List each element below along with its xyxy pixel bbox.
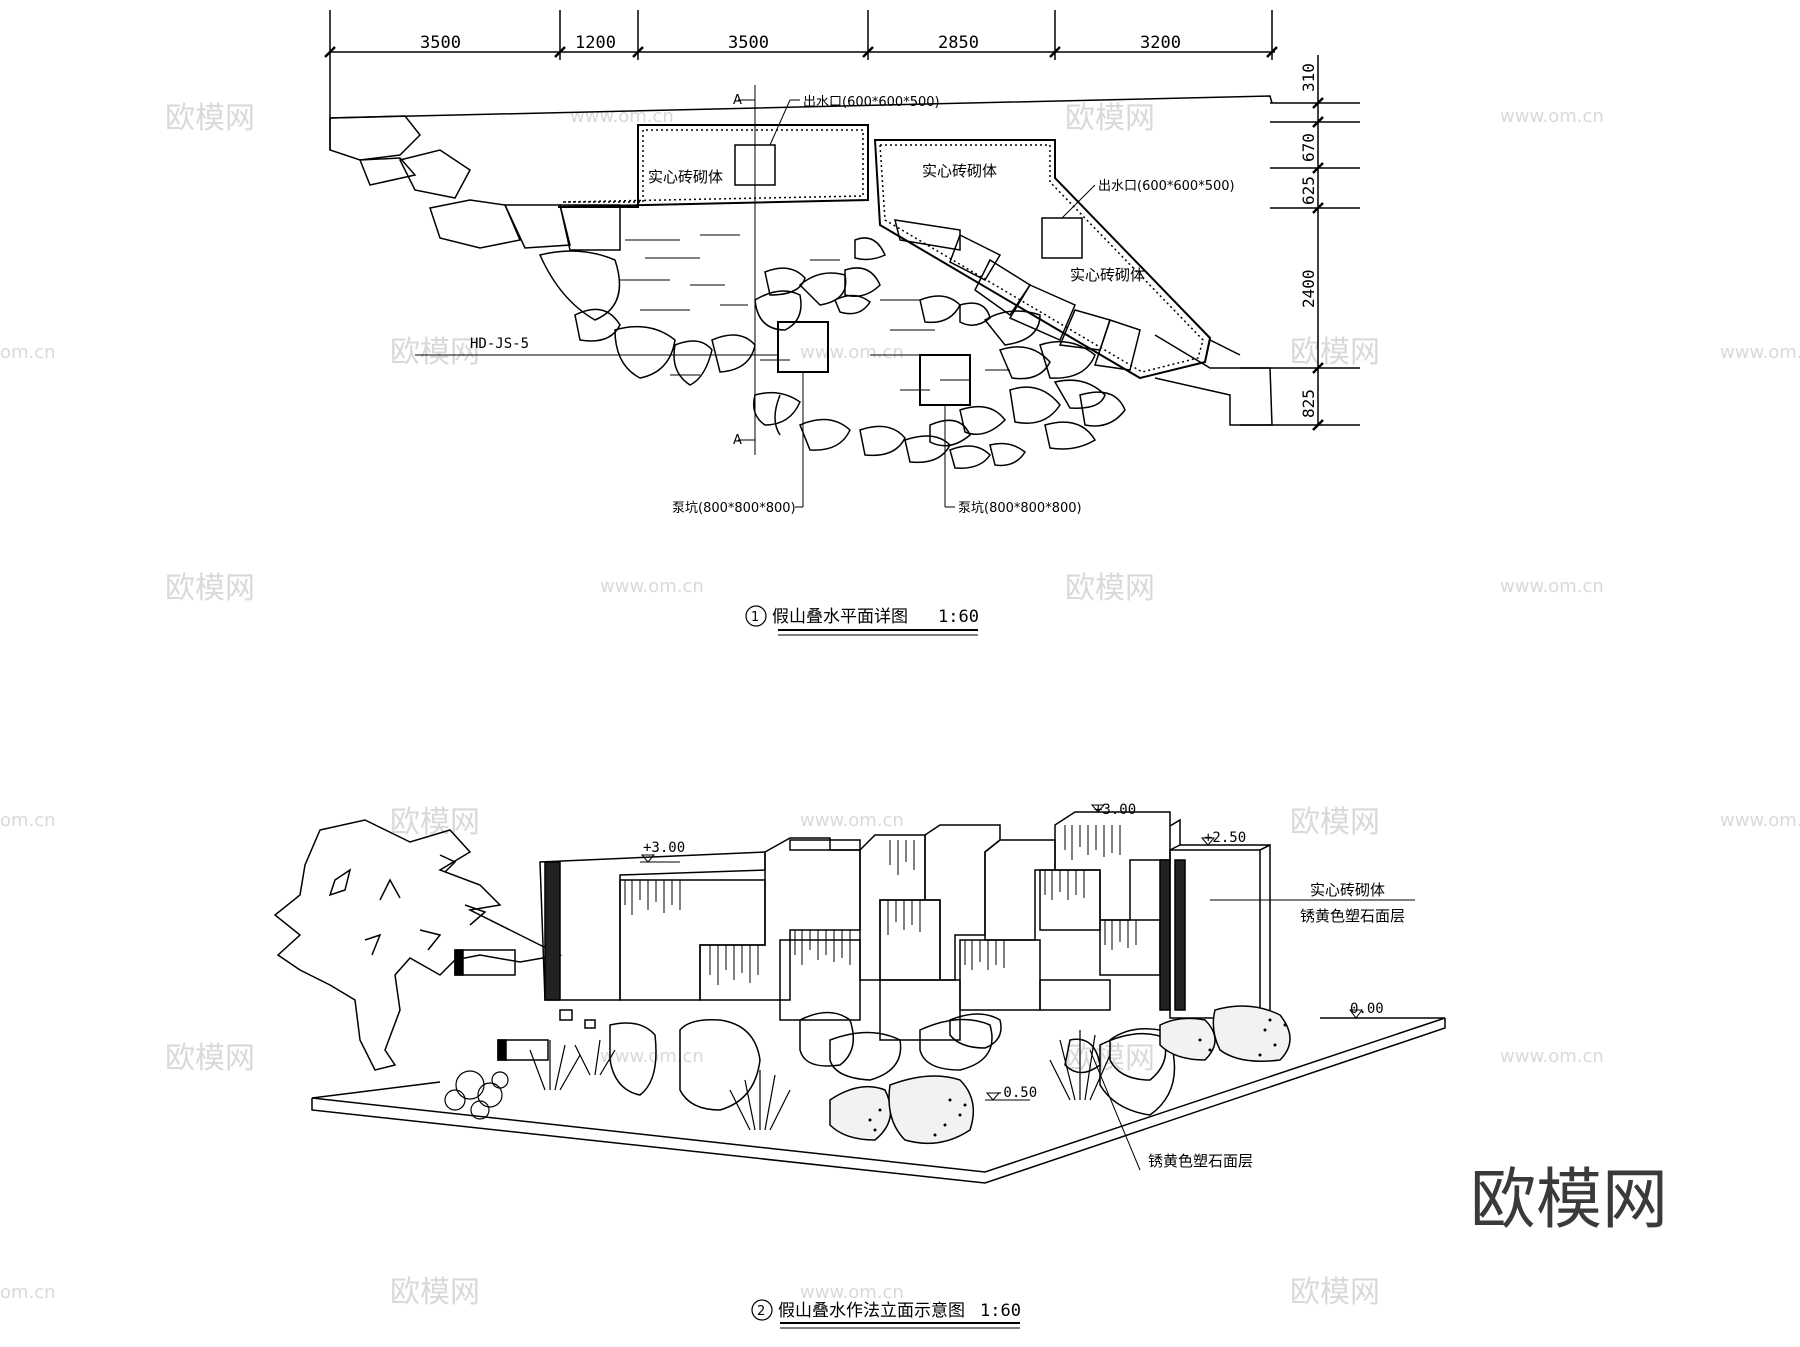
- watermark-edge: om.cn: [0, 810, 56, 831]
- plan-view: 3500 1200 3500 2850 3200 310 670 625: [324, 10, 1360, 636]
- dimension-line-right: [1240, 55, 1360, 431]
- watermark-brand: 欧模网: [165, 1041, 255, 1076]
- level-label-2: +3.00: [1094, 802, 1136, 818]
- tree: [273, 819, 563, 1071]
- cascade-drips: [624, 825, 1137, 985]
- watermark-url: www.om.cn: [600, 1046, 704, 1067]
- dim-right-3: 625: [1299, 176, 1318, 205]
- dim-top-3: 3500: [728, 33, 769, 53]
- watermark-corner-logo: 欧模网: [1470, 1161, 1668, 1238]
- pond-stones: [538, 219, 1141, 469]
- section-line-a: [738, 85, 756, 455]
- label-brick-3: 实心砖砌体: [1070, 266, 1145, 284]
- level-label-1: +3.00: [643, 840, 685, 856]
- dim-top-4: 2850: [938, 33, 979, 53]
- watermark-url: www.om.cn: [600, 576, 704, 597]
- watermark-url: www.om.cn: [800, 810, 904, 831]
- plan-labels: 实心砖砌体 实心砖砌体 实心砖砌体 出水口(600*600*500) 出水口(6…: [470, 93, 1235, 516]
- watermark-edge: om.cn: [0, 342, 56, 363]
- watermark-url: www.om.cn: [570, 106, 674, 127]
- level-label-5: -0.50: [995, 1085, 1037, 1101]
- watermark-brand: 欧模网: [165, 101, 255, 136]
- plan-title-text: 假山叠水平面详图: [772, 607, 908, 627]
- watermark-url: www.om.cn: [800, 1282, 904, 1303]
- pump-pits: [777, 321, 971, 406]
- boulder-stipple: [868, 1018, 1287, 1137]
- dim-top-5: 3200: [1140, 33, 1181, 53]
- label-outlet-1: 出水口(600*600*500): [803, 95, 940, 110]
- section-mark-a-bottom: A: [733, 433, 742, 448]
- watermark-brand: 欧模网: [390, 1275, 480, 1310]
- watermark-brand: 欧模网: [1290, 805, 1380, 840]
- sign-boxes: [454, 949, 596, 1061]
- elevation-title: 2 假山叠水作法立面示意图 1:60: [751, 1299, 1021, 1329]
- dim-right-4: 2400: [1299, 269, 1318, 308]
- watermark-brand: 欧模网: [390, 335, 480, 370]
- label-brick-1: 实心砖砌体: [648, 168, 723, 186]
- label-pump-1: 泵坑(800*800*800): [672, 501, 796, 516]
- dim-right-1: 310: [1299, 63, 1318, 92]
- watermark-edge: om.cn: [0, 1282, 56, 1303]
- elevation-title-number: 2: [757, 1304, 765, 1319]
- watermark-url: www.om.cn: [1500, 106, 1604, 127]
- label-brick-2: 实心砖砌体: [922, 162, 997, 180]
- watermark-url: www.om.cn: [1720, 342, 1800, 363]
- section-mark-a-top: A: [733, 93, 742, 108]
- plan-right-wall: [1154, 334, 1273, 426]
- watermark-url: www.om.cn: [1500, 576, 1604, 597]
- dim-top-2: 1200: [575, 33, 616, 53]
- elevation-view: +3.00 +3.00 +2.50 0.00 -0.50 实心砖砌体 锈黄色塑石…: [273, 802, 1446, 1329]
- label-detail-ref: HD-JS-5: [470, 336, 529, 352]
- label-stone-1: 锈黄色塑石面层: [1300, 907, 1405, 925]
- watermark-brand: 欧模网: [1290, 335, 1380, 370]
- elevation-title-scale: 1:60: [980, 1301, 1021, 1321]
- watermark-layer: 欧模网 欧模网 欧模网 欧模网 欧模网 欧模网 欧模网 欧模网 欧模网 欧模网 …: [0, 101, 1800, 1310]
- dimension-labels-right: 310 670 625 2400 825: [1299, 63, 1318, 418]
- dim-right-2: 670: [1299, 133, 1318, 162]
- elevation-title-text: 假山叠水作法立面示意图: [778, 1301, 965, 1321]
- elevation-labels: +3.00 +3.00 +2.50 0.00 -0.50 实心砖砌体 锈黄色塑石…: [643, 802, 1405, 1170]
- label-pump-2: 泵坑(800*800*800): [958, 501, 1082, 516]
- boulders: [609, 1005, 1291, 1145]
- watermark-url: www.om.cn: [1500, 1046, 1604, 1067]
- watermark-brand: 欧模网: [1290, 1275, 1380, 1310]
- dimension-labels-top: 3500 1200 3500 2850 3200: [420, 33, 1181, 53]
- watermark-brand: 欧模网: [1065, 571, 1155, 606]
- level-label-4: 0.00: [1350, 1001, 1384, 1017]
- watermark-brand: 欧模网: [1065, 101, 1155, 136]
- plan-title-scale: 1:60: [938, 607, 979, 627]
- elevation-leaders: [640, 804, 1415, 1171]
- plan-title: 1 假山叠水平面详图 1:60: [745, 605, 979, 636]
- watermark-url: www.om.cn: [1720, 810, 1800, 831]
- label-outlet-2: 出水口(600*600*500): [1098, 179, 1235, 194]
- plants: [444, 1030, 1111, 1131]
- dim-top-1: 3500: [420, 33, 461, 53]
- dim-right-5: 825: [1299, 389, 1318, 418]
- leaders-plan: [415, 99, 1096, 508]
- level-label-3: +2.50: [1204, 830, 1246, 846]
- watermark-brand: 欧模网: [165, 571, 255, 606]
- label-stone-2: 锈黄色塑石面层: [1148, 1152, 1253, 1170]
- dimension-line-top: [324, 10, 1278, 120]
- watermark-url: www.om.cn: [800, 342, 904, 363]
- label-brick-elev: 实心砖砌体: [1310, 881, 1385, 899]
- plan-title-number: 1: [751, 610, 759, 625]
